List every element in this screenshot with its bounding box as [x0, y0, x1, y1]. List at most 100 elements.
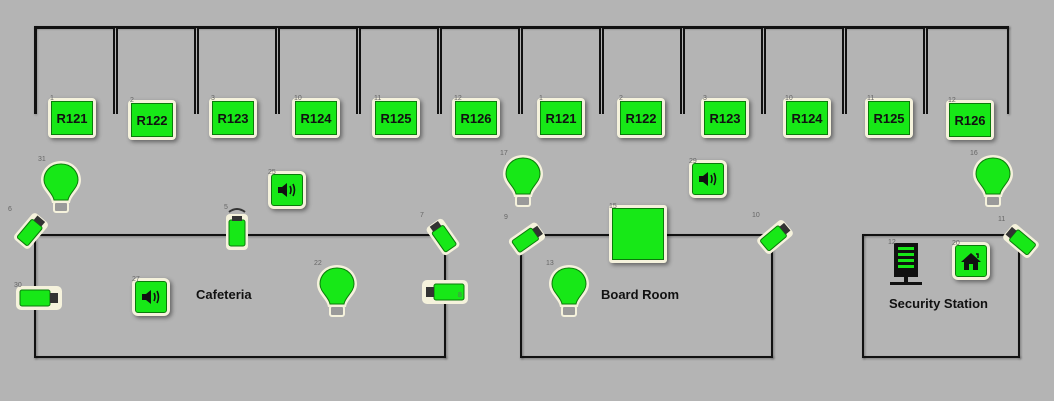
room-label: R122	[620, 101, 662, 135]
tag-number: 10	[785, 95, 793, 102]
camera-icon[interactable]: 8	[420, 278, 470, 306]
room-label: R126	[455, 101, 497, 135]
room-label: R124	[786, 101, 828, 135]
device-number: 6	[8, 206, 12, 213]
room-cell	[683, 27, 763, 114]
room-cell	[845, 27, 925, 114]
room-cell	[926, 27, 1009, 114]
device-number: 16	[970, 150, 978, 157]
cafeteria-wall-bottom	[34, 356, 446, 358]
server-icon[interactable]: 12	[888, 239, 924, 287]
camera-icon[interactable]: 9	[504, 214, 550, 262]
speaker-symbol	[135, 281, 167, 313]
room-label: R125	[375, 101, 417, 135]
device-number: 25	[268, 169, 276, 176]
device-number: 7	[420, 212, 424, 219]
device-number: 9	[504, 214, 508, 221]
camera-icon[interactable]: 10	[752, 212, 798, 260]
security-wall-left	[862, 234, 864, 358]
room-label: R124	[295, 101, 337, 135]
room-label: R123	[212, 101, 254, 135]
camera-icon[interactable]: 30	[14, 282, 64, 312]
device-number: 13	[546, 260, 554, 267]
device-number: 12	[888, 239, 896, 246]
bulb-icon[interactable]: 16	[970, 150, 1016, 210]
camera-icon[interactable]: 6	[8, 206, 54, 254]
security-station-label: Security Station	[889, 296, 988, 311]
device-number: 30	[14, 282, 22, 289]
room-cell	[602, 27, 682, 114]
device-number: 8	[458, 292, 462, 299]
tag-number: 2	[619, 95, 623, 102]
speaker-symbol	[271, 174, 303, 206]
tag-number: 12	[948, 97, 956, 104]
device-number: 15	[609, 203, 617, 210]
room-cell	[440, 27, 520, 114]
speaker-icon[interactable]: 27	[132, 276, 170, 316]
tag-number: 1	[50, 95, 54, 102]
display-panel-face	[612, 208, 664, 260]
board-room-label: Board Room	[601, 287, 679, 302]
room-cell	[764, 27, 844, 114]
bulb-icon[interactable]: 17	[500, 150, 546, 210]
speaker-icon[interactable]: 25	[268, 169, 306, 209]
room-label: R122	[131, 103, 173, 137]
tag-number: 2	[130, 97, 134, 104]
device-number: 5	[224, 204, 228, 211]
tag-number: 11	[867, 95, 875, 102]
tag-number: 1	[539, 95, 543, 102]
security-wall-right	[1018, 234, 1020, 358]
device-number: 10	[752, 212, 760, 219]
display-panel[interactable]: 15	[609, 203, 667, 263]
room-label: R121	[51, 101, 93, 135]
bulb-icon[interactable]: 13	[546, 260, 592, 320]
boardroom-wall-left	[520, 234, 522, 358]
security-wall-top	[862, 234, 1020, 236]
camera-icon[interactable]: 7	[420, 212, 466, 260]
bulb-icon[interactable]: 31	[38, 156, 84, 216]
tag-number: 11	[374, 95, 382, 102]
room-cell	[278, 27, 358, 114]
room-cell	[116, 27, 196, 114]
device-number: 20	[952, 240, 960, 247]
home-icon[interactable]: 20	[952, 240, 990, 280]
speaker-icon[interactable]: 29	[689, 158, 727, 198]
tag-number: 3	[211, 95, 215, 102]
room-cell	[35, 27, 115, 114]
boardroom-wall-right	[771, 234, 773, 358]
room-cell	[359, 27, 439, 114]
device-number: 11	[998, 216, 1006, 223]
camera-icon[interactable]: 5	[224, 204, 250, 252]
device-number: 17	[500, 150, 508, 157]
tag-number: 10	[294, 95, 302, 102]
room-cell	[197, 27, 277, 114]
cafeteria-label: Cafeteria	[196, 287, 252, 302]
room-label: R121	[540, 101, 582, 135]
tag-number: 3	[703, 95, 707, 102]
room-label: R123	[704, 101, 746, 135]
speaker-symbol	[692, 163, 724, 195]
room-cell	[521, 27, 601, 114]
boardroom-wall-bottom	[520, 356, 773, 358]
device-number: 27	[132, 276, 140, 283]
device-number: 22	[314, 260, 322, 267]
room-label: R126	[949, 103, 991, 137]
room-label: R125	[868, 101, 910, 135]
camera-icon[interactable]: 11	[998, 216, 1044, 264]
home-symbol	[955, 245, 987, 277]
tag-number: 12	[454, 95, 462, 102]
bulb-icon[interactable]: 22	[314, 260, 360, 320]
